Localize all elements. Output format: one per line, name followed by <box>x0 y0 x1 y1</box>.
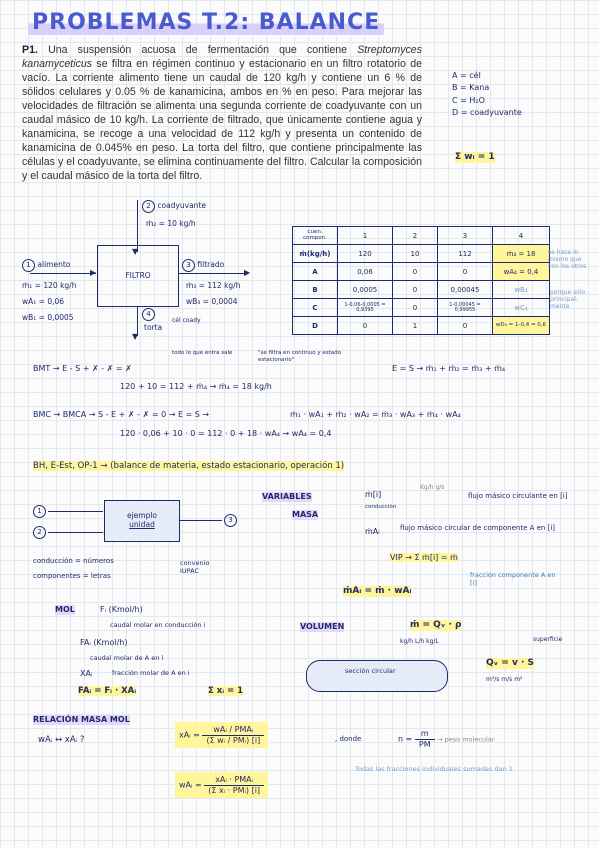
flow-diagram: ▼ 2 coadyuvante ṁ₂ = 10 kg/h FILTRO ▶ 1 … <box>22 200 251 341</box>
stream-3-name: filtrado <box>197 260 225 269</box>
example-box: ejemplo unidad <box>104 500 180 542</box>
bmc-lhs: BMC → BMCA → S - E + ✗ - ✗ = 0 → E = S → <box>33 410 210 419</box>
conduccion-label: conducción <box>365 504 397 510</box>
fai-desc: caudal molar de A en i <box>90 654 164 662</box>
problem-label: P1. <box>22 44 38 56</box>
mai-var: ṁAᵢ <box>365 527 380 536</box>
bmt-note: todo lo que entra sale <box>172 350 233 356</box>
mci-var: ṁ[i] <box>365 490 382 499</box>
mol-label: MOL <box>55 605 75 615</box>
volume-units: kg/h L/h kg/L <box>400 638 439 645</box>
bmc-equation: ṁ₁ · wA₁ + ṁ₂ · wA₂ = ṁ₃ · wA₃ + ṁ₄ · wA… <box>290 410 461 419</box>
wai-formula: wAᵢ = xAᵢ · PMAᵢ(Σ xᵢ · PMᵢ) [i] <box>175 772 269 799</box>
stream-4-sub: cél coady <box>172 317 201 324</box>
donde-label: , donde <box>335 735 362 743</box>
variables-label: VARIABLES <box>262 492 312 502</box>
fai-equation: FAᵢ = Fᵢ · XAᵢ <box>78 686 137 697</box>
filter-box: FILTRO <box>97 245 179 307</box>
flujo-1: flujo másico circulante en [i] <box>468 492 568 500</box>
fraction-sum-note: Σ wᵢ = 1 <box>455 152 495 163</box>
bmt-quote: "se filtra en continuo y estado estacion… <box>258 350 341 363</box>
fraccion-note: fracción componente A en [i] <box>470 571 556 587</box>
bh-line: BH, E-Est, OP-1 → (balance de materia, e… <box>33 461 345 471</box>
q-units: m³/s m/s m² <box>486 676 523 683</box>
table-note-2: porque sólo principal-mente <box>550 289 586 310</box>
stream-2-name: coadyuvante <box>157 201 206 210</box>
bmt-calc: 120 + 10 = 112 + ṁ₄ → ṁ₄ = 18 kg/h <box>120 382 272 391</box>
volume-equation: ṁ = Qᵥ · ρ <box>410 620 462 631</box>
sum-x-equation: Σ xᵢ = 1 <box>208 686 244 697</box>
volumen-label: VOLUMEN <box>300 622 345 632</box>
relacion-title: RELACIÓN MASA MOL <box>33 715 130 725</box>
page-title: PROBLEMAS T.2: BALANCE <box>28 10 385 35</box>
fi-var: Fᵢ (Kmol/h) <box>100 605 143 614</box>
superficie-note: superficie <box>533 636 563 643</box>
flujo-2: flujo másico circular de componente A en… <box>400 524 555 532</box>
fai-var: FAᵢ (Kmol/h) <box>80 638 128 647</box>
stream-2-flow: ṁ₂ = 10 kg/h <box>146 219 196 228</box>
mai-equation: ṁAᵢ = ṁ · wAᵢ <box>343 586 412 597</box>
mass-units: Kg/h g/s <box>420 484 445 491</box>
vip-eq: VIP → Σ ṁ[i] = ṁ <box>390 553 458 562</box>
stream-1-name: alimento <box>37 260 71 269</box>
stream-1-wa: wA₁ = 0,06 <box>22 297 65 306</box>
stream-1-flow: ṁ₁ = 120 kg/h <box>22 281 77 290</box>
stream-4-name: torta <box>144 323 163 332</box>
q-equation: Qᵥ = v · S <box>486 658 535 669</box>
conduc-numeros: conducción = números <box>33 557 114 565</box>
xai-desc: fracción molar de A en i <box>112 669 190 677</box>
masa-label: MASA <box>292 510 319 520</box>
fraction-note: Todas las fracciones individuales sumada… <box>355 765 513 773</box>
component-legend: A = cél B = Kana C = H₂O D = coadyuvante <box>452 71 522 118</box>
bmt-lhs: BMT → E - S + ✗ - ✗ = ✗ <box>33 364 132 373</box>
convenio: convenio IUPAC <box>180 559 210 575</box>
xai-var: XAᵢ <box>80 669 93 678</box>
bmc-calc: 120 · 0,06 + 10 · 0 = 112 · 0 + 18 · wA₄… <box>120 429 332 438</box>
stream-3-wb: wB₃ = 0,0004 <box>186 297 238 306</box>
bmt-equation: E = S → ṁ₁ + ṁ₂ = ṁ₃ + ṁ₄ <box>392 364 506 373</box>
stream-3-flow: ṁ₃ = 112 kg/h <box>186 281 241 290</box>
organism-name: Streptomyces kanamyceticus <box>22 44 422 70</box>
problem-statement: P1. Una suspensión acuosa de fermentació… <box>22 44 422 182</box>
comp-letras: componentes = letras <box>33 572 111 580</box>
relacion-lhs: wAᵢ ↔ xAᵢ ? <box>38 735 85 745</box>
fi-desc: caudal molar en conducción i <box>110 621 206 629</box>
pipe-shape <box>306 660 448 692</box>
table-note-1: se hace lo mismo que con los otros <box>548 249 587 270</box>
stream-1-wb: wB₁ = 0,0005 <box>22 313 74 322</box>
seccion-note: sección circular <box>345 667 396 675</box>
xai-formula: xAᵢ = wAᵢ / PMAᵢ(Σ wᵢ / PMᵢ) [i] <box>175 722 269 749</box>
